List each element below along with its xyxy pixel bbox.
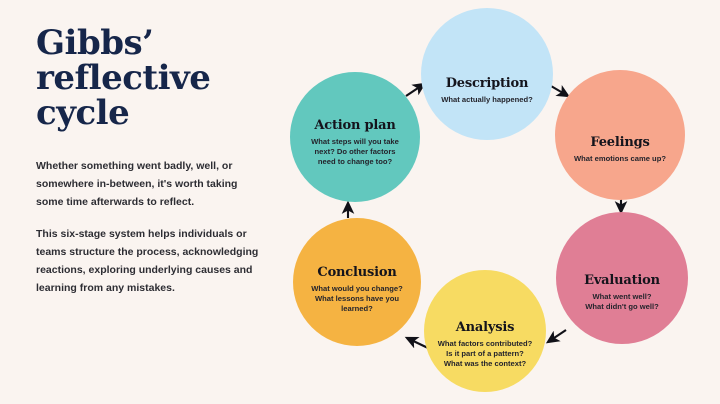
cycle-node-analysis[interactable]: Analysis What factors contributed? Is it… [424,270,546,392]
intro-text: Whether something went badly, well, or s… [36,157,266,297]
node-title-feelings: Feelings [590,134,650,150]
cycle-node-action-plan[interactable]: Action plan What steps will you take nex… [290,72,420,202]
reflective-cycle-diagram: Description What actually happened? Feel… [276,0,720,404]
arrow-description-to-feelings [550,85,571,98]
node-prompt-conclusion: What would you change? What lessons have… [311,284,403,314]
page-title: Gibbs’ reflective cycle [36,23,211,134]
node-title-analysis: Analysis [455,319,515,335]
node-title-action-plan: Action plan [314,117,396,133]
node-prompt-evaluation: What went well? What didn't go well? [585,292,659,312]
node-title-conclusion: Conclusion [317,264,397,280]
node-prompt-feelings: What emotions came up? [574,154,666,164]
node-prompt-description: What actually happened? [441,95,533,105]
intro-paragraph-2: This six-stage system helps individuals … [36,228,259,295]
arrow-evaluation-to-analysis [545,329,567,344]
cycle-node-evaluation[interactable]: Evaluation What went well? What didn't g… [556,212,688,344]
node-title-description: Description [445,75,529,91]
node-title-evaluation: Evaluation [584,272,660,288]
cycle-node-conclusion[interactable]: Conclusion What would you change? What l… [293,218,421,346]
node-prompt-action-plan: What steps will you take next? Do other … [311,137,399,167]
cycle-node-description[interactable]: Description What actually happened? [421,8,553,140]
cycle-node-feelings[interactable]: Feelings What emotions came up? [555,70,685,200]
intro-paragraph-1: Whether something went badly, well, or s… [36,160,238,209]
intro-column: Gibbs’ reflective cycle Whether somethin… [36,23,266,297]
node-prompt-analysis: What factors contributed? Is it part of … [437,339,533,369]
